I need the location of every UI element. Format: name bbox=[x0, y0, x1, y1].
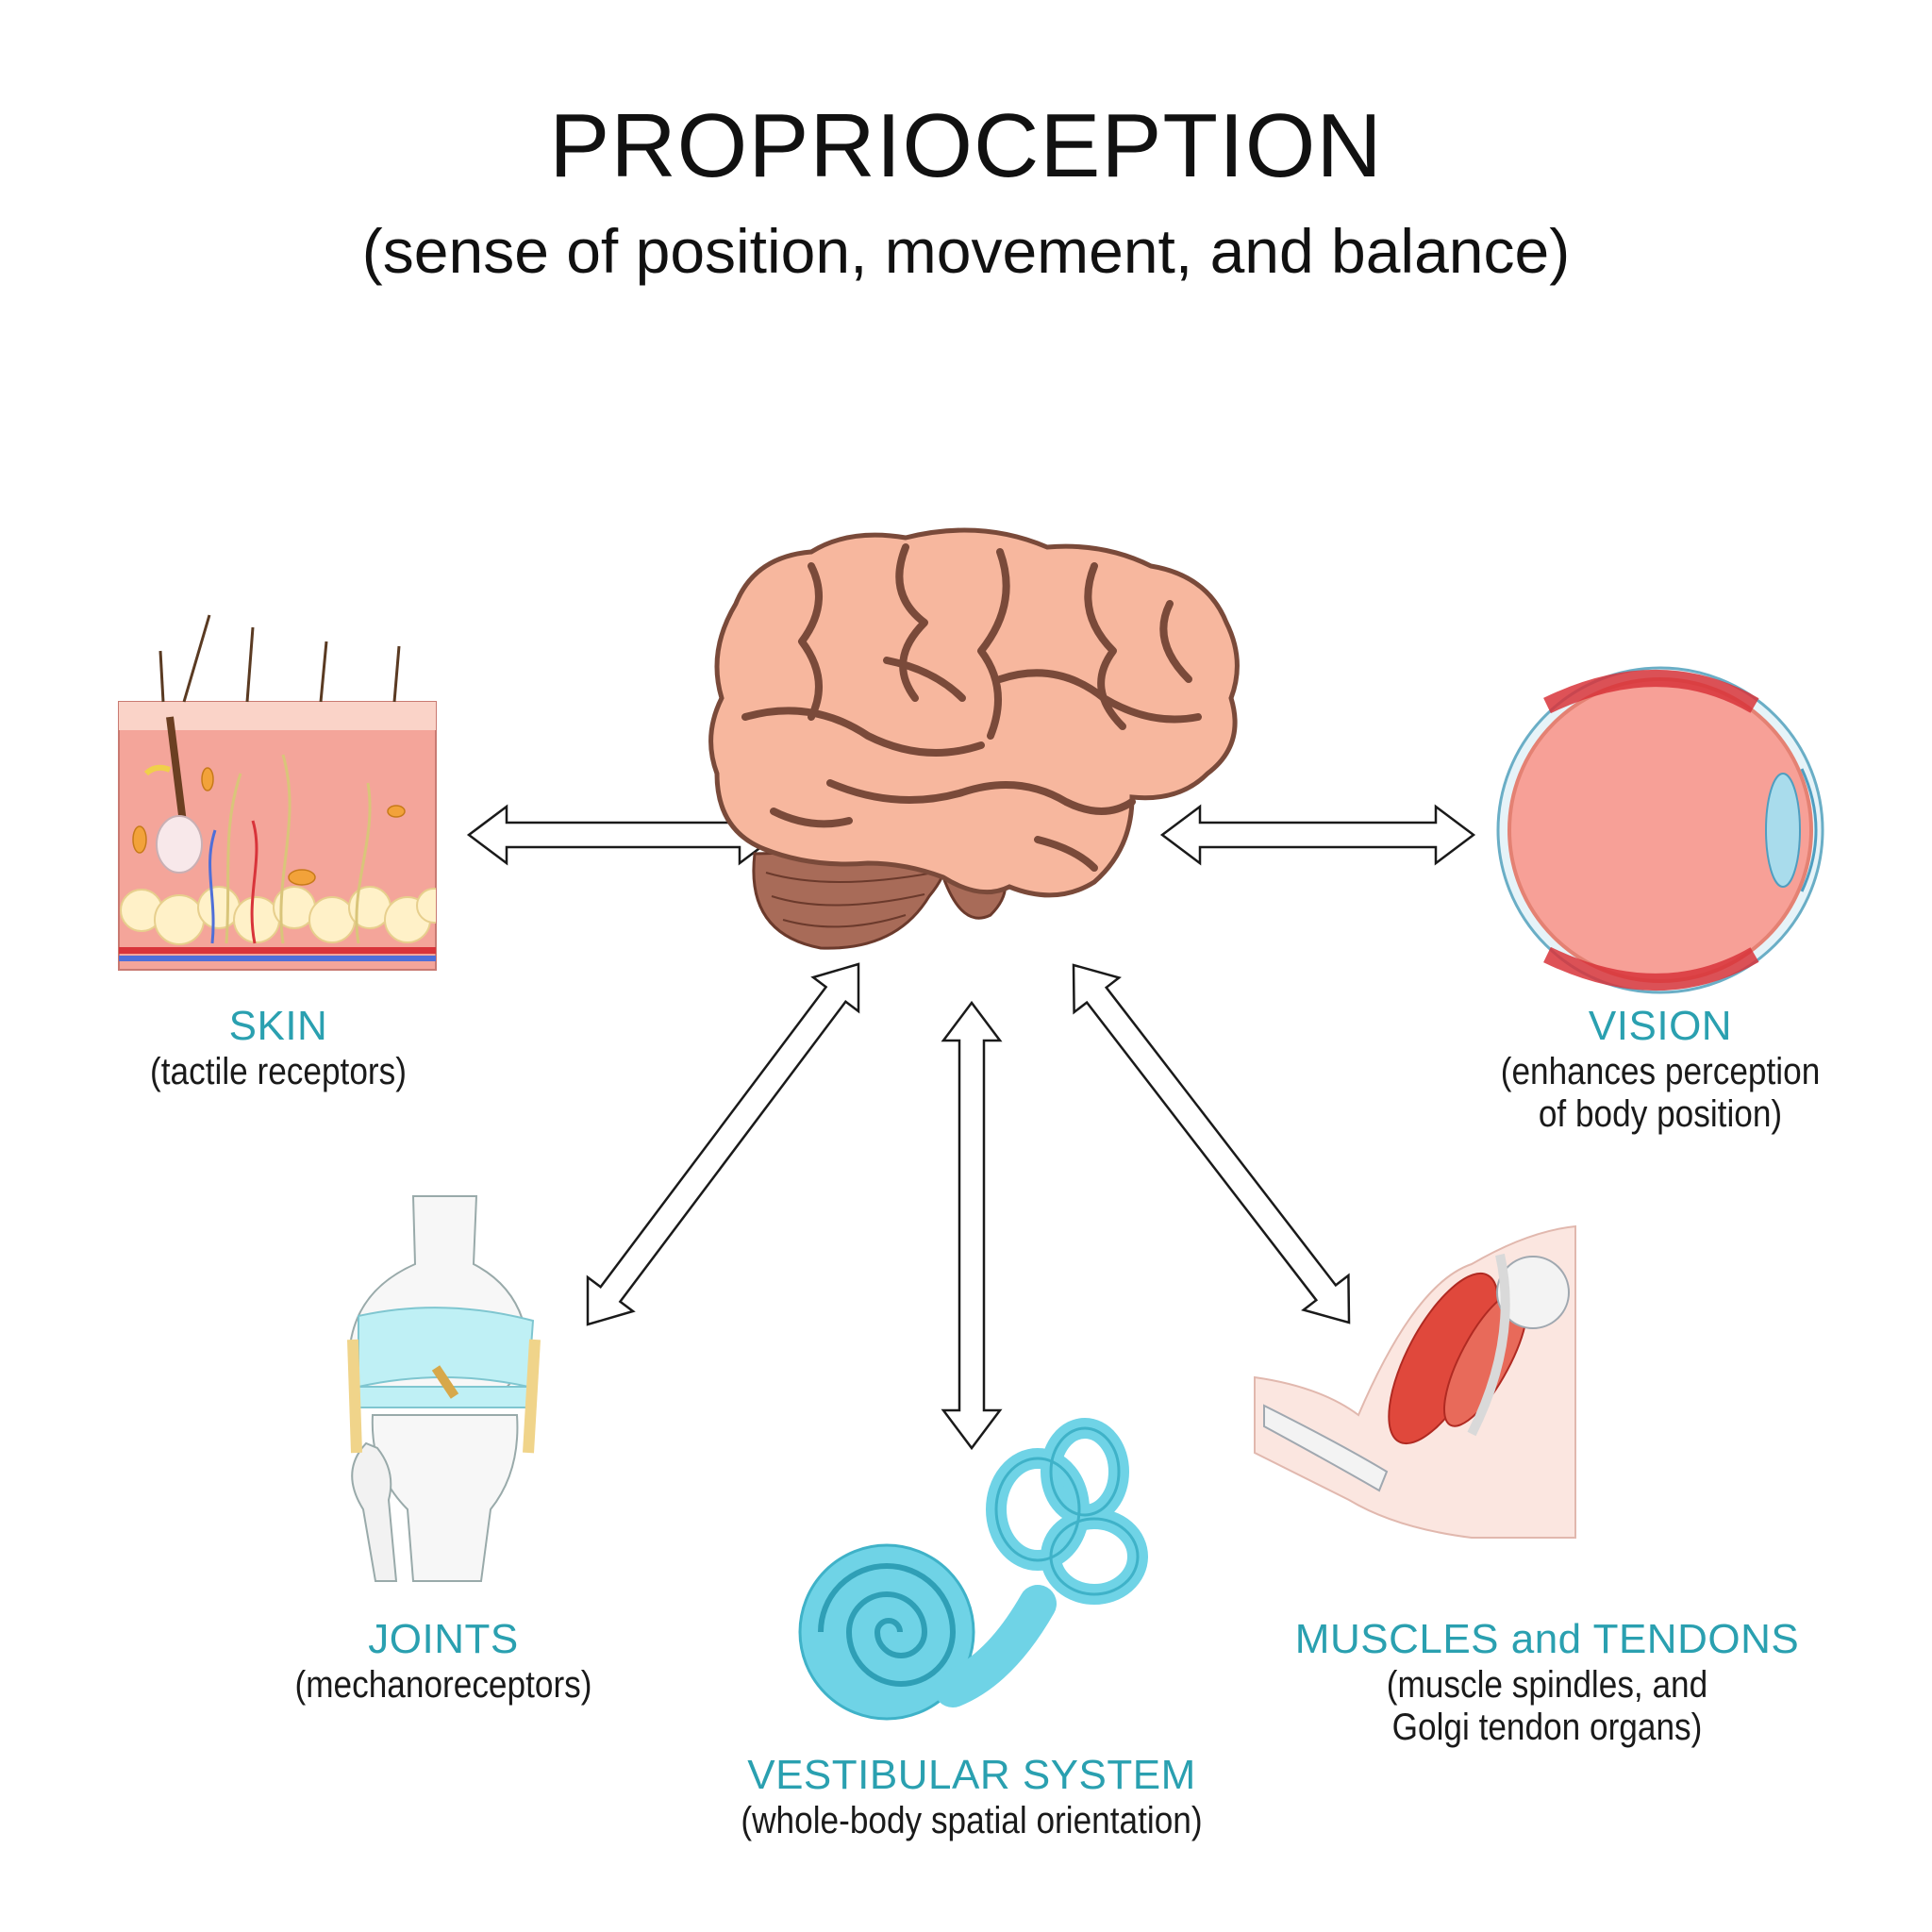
arm-muscle-icon bbox=[1254, 1224, 1576, 1539]
inner-ear-icon bbox=[798, 1418, 1148, 1721]
node-joints-desc: (mechanoreceptors) bbox=[294, 1664, 592, 1706]
node-joints-name: JOINTS bbox=[368, 1616, 519, 1662]
node-muscles: MUSCLES and TENDONS (muscle spindles, an… bbox=[1255, 1615, 1840, 1749]
node-vestibular-name: VESTIBULAR SYSTEM bbox=[747, 1752, 1196, 1798]
node-vision-desc-line-2: of body position) bbox=[1538, 1093, 1783, 1135]
node-muscles-name: MUSCLES and TENDONS bbox=[1294, 1616, 1800, 1662]
node-vision-desc-line-1: (enhances perception bbox=[1500, 1051, 1821, 1092]
skin-cross-section-icon bbox=[118, 614, 437, 971]
arrow-brain-vestibular bbox=[941, 1000, 1003, 1451]
knee-joint-icon bbox=[347, 1195, 541, 1582]
node-joints: JOINTS (mechanoreceptors) bbox=[236, 1615, 651, 1707]
node-muscles-desc-line-2: Golgi tendon organs) bbox=[1391, 1707, 1703, 1748]
node-vestibular-desc: (whole-body spatial orientation) bbox=[741, 1800, 1203, 1841]
arrow-brain-joints bbox=[586, 962, 860, 1326]
node-skin-name: SKIN bbox=[228, 1003, 328, 1049]
arrow-brain-vision bbox=[1159, 804, 1476, 866]
node-skin: SKIN (tactile receptors) bbox=[85, 1002, 472, 1093]
node-muscles-desc-line-1: (muscle spindles, and bbox=[1386, 1664, 1708, 1706]
page-subtitle: (sense of position, movement, and balanc… bbox=[361, 216, 1571, 286]
node-vision-name: VISION bbox=[1588, 1003, 1733, 1049]
page-title: PROPRIOCEPTION bbox=[549, 95, 1383, 196]
brain-icon bbox=[708, 527, 1240, 950]
node-vestibular: VESTIBULAR SYSTEM (whole-body spatial or… bbox=[679, 1751, 1264, 1842]
node-skin-desc: (tactile receptors) bbox=[150, 1051, 407, 1092]
node-vision: VISION (enhances perception of body posi… bbox=[1472, 1002, 1849, 1136]
arrow-brain-muscles bbox=[1072, 963, 1351, 1324]
eyeball-icon bbox=[1496, 666, 1824, 994]
